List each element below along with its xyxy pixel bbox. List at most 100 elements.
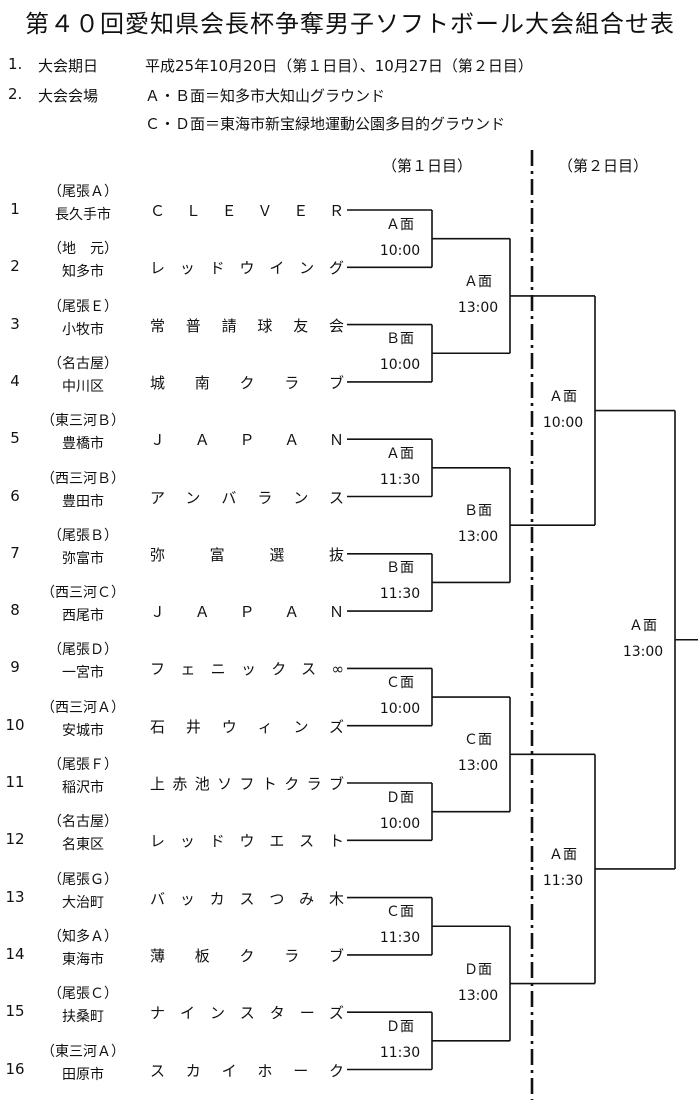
team-name: ＪＡＰＡＮ xyxy=(150,431,344,450)
team-city: 安城市 xyxy=(62,722,104,739)
round1-match-time: 11:30 xyxy=(379,930,421,947)
team-city: 一宮市 xyxy=(62,665,104,682)
round3-match-field: Ａ面 xyxy=(549,388,577,405)
team-city: 知多市 xyxy=(62,264,104,281)
team-number: 8 xyxy=(10,601,20,620)
day2-heading: （第２日目） xyxy=(558,157,649,175)
team-name: 上赤池ソフトクラブ xyxy=(150,775,344,793)
team-region: （名古屋） xyxy=(48,355,118,372)
team-region: （西三河Ａ） xyxy=(41,699,125,716)
team-region: （西三河Ｂ） xyxy=(41,470,125,487)
round1-match-field: Ｄ面 xyxy=(386,789,414,806)
team-number: 2 xyxy=(10,257,20,276)
round1-match-field: Ａ面 xyxy=(386,216,414,233)
team-name: スカイホーク xyxy=(150,1061,344,1080)
team-number: 9 xyxy=(10,658,20,677)
team-region: （知多Ａ） xyxy=(48,928,118,945)
round1-match-field: Ｃ面 xyxy=(386,675,414,692)
info-text-venue-cd: Ｃ・Ｄ面＝東海市新宝緑地運動公園多目的グラウンド xyxy=(145,115,506,133)
round2-match-time: 13:00 xyxy=(457,758,499,775)
info-no-2: 2. xyxy=(8,85,23,103)
round1-match-field: Ｃ面 xyxy=(386,904,414,921)
team-region: （尾張Ｆ） xyxy=(48,757,118,773)
info-label-venue: 大会会場 xyxy=(38,87,99,105)
round1-match-field: Ｂ面 xyxy=(386,331,414,348)
team-name: レッドウエスト xyxy=(150,832,344,851)
team-city: 豊橋市 xyxy=(62,436,104,453)
team-region: （尾張Ｂ） xyxy=(48,527,118,544)
team-number: 15 xyxy=(5,1002,25,1021)
round1-match-time: 10:00 xyxy=(379,701,421,718)
team-name: 弥富選抜 xyxy=(150,545,344,564)
round1-match-field: Ｂ面 xyxy=(386,560,414,577)
team-number: 6 xyxy=(10,486,20,505)
team-region: （名古屋） xyxy=(48,814,118,831)
team-name: バッカスつみ木 xyxy=(150,889,344,908)
info-text-dates: 平成25年10月20日（第１日目）、10月27日（第２日目） xyxy=(145,57,533,75)
round2-match-field: Ａ面 xyxy=(464,273,492,290)
day1-heading: （第１日目） xyxy=(382,157,473,175)
team-city: 豊田市 xyxy=(62,493,104,510)
team-number: 13 xyxy=(5,887,25,906)
round1-match-time: 11:30 xyxy=(379,586,421,603)
info-no-1: 1. xyxy=(8,55,23,73)
round3-match-field: Ａ面 xyxy=(549,846,577,863)
team-name: レッドウイング xyxy=(150,259,344,278)
team-number: 12 xyxy=(5,830,25,849)
team-city: 長久手市 xyxy=(55,207,111,223)
team-city: 弥富市 xyxy=(62,550,104,567)
team-number: 11 xyxy=(5,773,25,791)
round1-match-time: 10:00 xyxy=(379,242,421,259)
team-name: フェニックス∞ xyxy=(150,660,344,679)
team-city: 稲沢市 xyxy=(62,780,104,796)
team-number: 4 xyxy=(10,371,20,390)
team-region: （尾張Ａ） xyxy=(48,184,118,200)
page-title: 第４０回愛知県会長杯争奪男子ソフトボール大会組合せ表 xyxy=(25,10,675,38)
team-name: 石井ウィンズ xyxy=(150,717,344,736)
round2-match-time: 13:00 xyxy=(457,987,499,1004)
info-label-dates: 大会期日 xyxy=(38,57,99,75)
info-text-venue-ab: Ａ・Ｂ面＝知多市大知山グラウンド xyxy=(145,87,386,105)
team-name: 薄板クラブ xyxy=(150,946,344,965)
team-number: 7 xyxy=(10,543,20,562)
team-name: アンバランス xyxy=(150,488,344,507)
team-city: 小牧市 xyxy=(62,321,104,338)
team-name: ＣＬＥＶＥＲ xyxy=(150,202,344,220)
team-city: 名東区 xyxy=(62,837,104,854)
team-region: （東三河Ｂ） xyxy=(41,413,125,430)
team-city: 扶桑町 xyxy=(62,1009,104,1026)
team-region: （尾張Ｃ） xyxy=(48,986,118,1003)
team-number: 1 xyxy=(10,200,20,218)
team-name: ＪＡＰＡＮ xyxy=(150,603,344,622)
round3-match-time: 11:30 xyxy=(542,872,584,889)
team-number: 3 xyxy=(10,314,20,333)
team-city: 田原市 xyxy=(62,1066,104,1083)
round2-match-time: 13:00 xyxy=(457,299,499,316)
team-number: 14 xyxy=(5,944,25,963)
round1-match-time: 11:30 xyxy=(379,471,421,488)
round1-match-field: Ｄ面 xyxy=(386,1018,414,1035)
team-number: 10 xyxy=(5,715,25,734)
team-region: （尾張Ｇ） xyxy=(48,871,118,888)
team-number: 5 xyxy=(10,429,20,448)
round2-match-field: Ｃ面 xyxy=(464,732,492,749)
team-number: 16 xyxy=(5,1059,25,1078)
round1-match-time: 11:30 xyxy=(379,1044,421,1061)
round2-match-field: Ｄ面 xyxy=(464,961,492,978)
team-region: （東三河Ａ） xyxy=(41,1043,125,1060)
round2-match-time: 13:00 xyxy=(457,529,499,546)
team-name: 城南クラブ xyxy=(150,373,344,392)
final-match-field: Ａ面 xyxy=(629,617,657,634)
team-region: （西三河Ｃ） xyxy=(41,585,125,602)
team-region: （尾張Ｅ） xyxy=(48,298,118,315)
team-name: ナインスターズ xyxy=(150,1004,344,1023)
team-city: 大治町 xyxy=(62,894,104,911)
round3-match-time: 10:00 xyxy=(542,414,584,431)
team-city: 西尾市 xyxy=(62,608,104,625)
round1-match-time: 10:00 xyxy=(379,815,421,832)
team-name: 常普請球友会 xyxy=(150,316,344,335)
team-region: （地 元） xyxy=(48,241,118,258)
final-match-time: 13:00 xyxy=(622,643,664,660)
team-city: 中川区 xyxy=(62,378,104,395)
